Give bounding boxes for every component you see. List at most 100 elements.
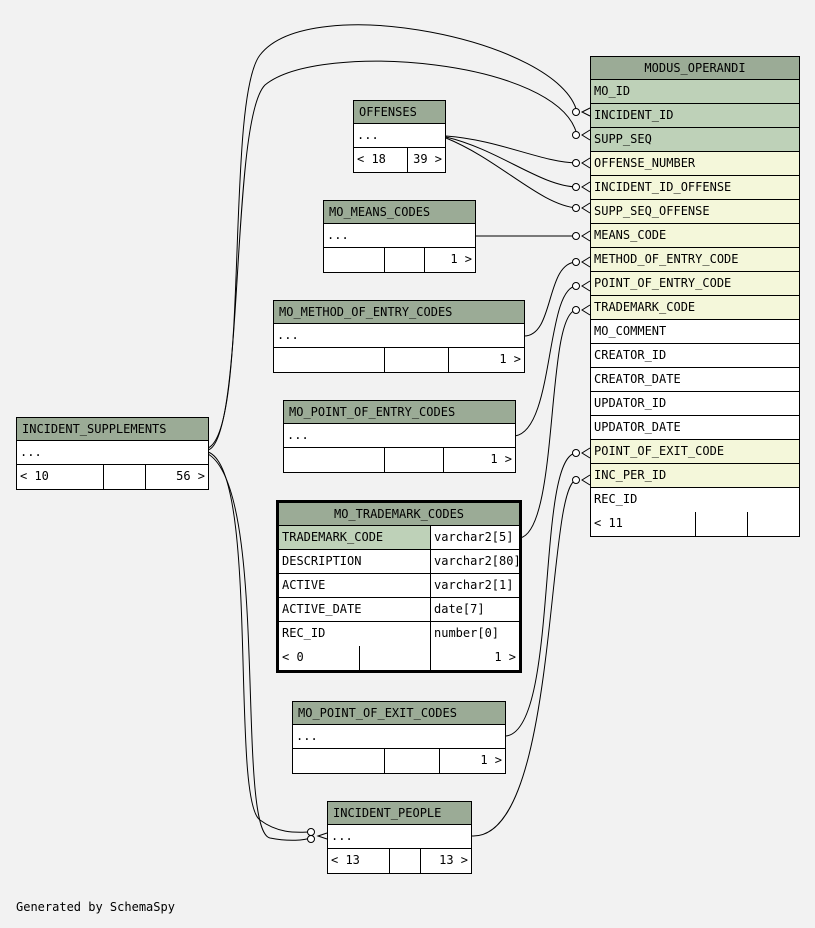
column-name: MEANS_CODE [591, 224, 799, 247]
footer-children[interactable]: 1 > [450, 252, 472, 266]
table-footer: < 0 1 > [279, 646, 519, 670]
table-body: ... [296, 729, 318, 743]
table-body: ... [287, 428, 309, 442]
column-name: OFFENSE_NUMBER [591, 152, 799, 175]
column-row[interactable]: POINT_OF_EXIT_CODE [591, 440, 799, 464]
table-footer: < 11 [591, 512, 799, 536]
table-incident-supplements[interactable]: INCIDENT_SUPPLEMENTS ... < 10 56 > [16, 417, 209, 490]
column-row[interactable]: REC_ID [591, 488, 799, 512]
column-name: UPDATOR_DATE [594, 420, 681, 434]
table-mo-method-of-entry-codes[interactable]: MO_METHOD_OF_ENTRY_CODES ... 1 > [273, 300, 525, 373]
column-name: POINT_OF_ENTRY_CODE [591, 272, 799, 295]
table-mo-point-of-exit-codes[interactable]: MO_POINT_OF_EXIT_CODES ... 1 > [292, 701, 506, 774]
link-trademark [519, 309, 578, 539]
link-point-of-entry [514, 285, 578, 437]
link-method-of-entry [523, 261, 578, 337]
column-name: INCIDENT_ID [591, 104, 799, 127]
column-row[interactable]: OFFENSE_NUMBER [591, 152, 799, 176]
footer-parents [293, 749, 385, 773]
column-type: varchar2[5] [434, 530, 514, 544]
footer-parents [324, 248, 385, 272]
table-body: ... [331, 829, 353, 843]
footer-middle [696, 512, 748, 536]
column-row[interactable]: MO_ID [591, 80, 799, 104]
column-row[interactable]: TRADEMARK_CODE [591, 296, 799, 320]
footer-parents: < 0 [279, 646, 360, 670]
column-name: MO_ID [591, 80, 799, 103]
table-incident-people[interactable]: INCIDENT_PEOPLE ... < 13 13 > [327, 801, 472, 874]
footer-parents [284, 448, 385, 472]
link-offenses-incident-id-offense [445, 136, 578, 188]
table-mo-point-of-entry-codes[interactable]: MO_POINT_OF_ENTRY_CODES ... 1 > [283, 400, 516, 473]
column-row[interactable]: CREATOR_DATE [591, 368, 799, 392]
footer-children [748, 512, 799, 536]
column-name: UPDATOR_ID [594, 396, 667, 410]
footer-middle [385, 348, 449, 372]
footer-middle [385, 448, 444, 472]
footer-middle [390, 849, 421, 873]
column-row[interactable]: INCIDENT_ID [591, 104, 799, 128]
column-name: SUPP_SEQ_OFFENSE [591, 200, 799, 223]
footer-parents[interactable]: < 11 [591, 512, 696, 536]
column-row[interactable]: SUPP_SEQ [591, 128, 799, 152]
column-row[interactable]: UPDATOR_ID [591, 392, 799, 416]
footer-children[interactable]: 13 > [439, 853, 468, 867]
footer-parents[interactable]: < 13 [328, 849, 390, 873]
table-body: ... [327, 228, 349, 242]
column-row[interactable]: MEANS_CODE [591, 224, 799, 248]
table-footer: < 10 56 > [17, 465, 208, 489]
column-name: SUPP_SEQ [591, 128, 799, 151]
table-title: MODUS_OPERANDI [591, 57, 799, 80]
column-name: TRADEMARK_CODE [279, 526, 431, 549]
footer-children[interactable]: 56 > [176, 469, 205, 483]
table-title: MO_METHOD_OF_ENTRY_CODES [274, 301, 524, 324]
column-row[interactable]: INC_PER_ID [591, 464, 799, 488]
column-row[interactable]: METHOD_OF_ENTRY_CODE [591, 248, 799, 272]
footer-middle [104, 465, 146, 489]
table-footer: 1 > [274, 348, 524, 372]
table-title: INCIDENT_PEOPLE [328, 802, 471, 825]
column-name: CREATOR_ID [594, 348, 667, 362]
footer-children[interactable]: 1 > [494, 650, 516, 664]
footer-children[interactable]: 1 > [490, 452, 512, 466]
table-mo-means-codes[interactable]: MO_MEANS_CODES ... 1 > [323, 200, 476, 273]
footer-children[interactable]: 1 > [480, 753, 502, 767]
table-footer: 1 > [284, 448, 515, 472]
column-name: REC_ID [279, 622, 431, 646]
column-name: MO_COMMENT [594, 324, 667, 338]
column-row[interactable]: MO_COMMENT [591, 320, 799, 344]
footer-children[interactable]: 39 > [413, 152, 442, 166]
table-title: INCIDENT_SUPPLEMENTS [17, 418, 208, 441]
link-offenses-offense-number [445, 135, 578, 164]
footer-middle [385, 749, 440, 773]
table-footer: < 18 39 > [354, 148, 445, 172]
link-incident-supplements-supp-seq [207, 60, 578, 451]
table-title: MO_POINT_OF_ENTRY_CODES [284, 401, 515, 424]
column-type: varchar2[80] [434, 554, 519, 568]
footer-parents[interactable]: < 10 [17, 465, 104, 489]
column-row[interactable]: POINT_OF_ENTRY_CODE [591, 272, 799, 296]
column-row[interactable]: UPDATOR_DATE [591, 416, 799, 440]
column-row[interactable]: INCIDENT_ID_OFFENSE [591, 176, 799, 200]
table-offenses[interactable]: OFFENSES ... < 18 39 > [353, 100, 446, 173]
footer-children[interactable]: 1 > [499, 352, 521, 366]
column-row[interactable]: SUPP_SEQ_OFFENSE [591, 200, 799, 224]
table-footer: < 13 13 > [328, 849, 471, 873]
column-name: DESCRIPTION [279, 550, 431, 573]
column-name: METHOD_OF_ENTRY_CODE [591, 248, 799, 271]
footer-parents[interactable]: < 18 [354, 148, 408, 172]
column-name: ACTIVE [279, 574, 431, 597]
table-title: MO_TRADEMARK_CODES [279, 503, 519, 526]
column-name: REC_ID [594, 492, 638, 506]
table-title: MO_MEANS_CODES [324, 201, 475, 224]
table-body: ... [20, 445, 42, 459]
column-row[interactable]: CREATOR_ID [591, 344, 799, 368]
